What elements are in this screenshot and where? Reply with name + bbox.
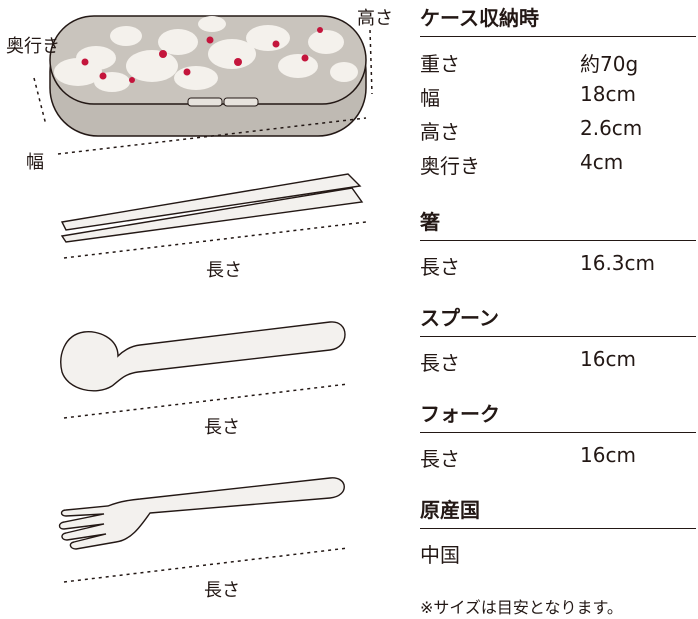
spoon-dimension-line [63,383,349,419]
spec-row-origin: 中国 [420,539,696,569]
case-section-title: ケース収納時 [420,6,539,30]
spec-row-label: 長さ [420,447,460,471]
spec-row-value: 2.6cm [580,116,643,140]
spec-row-label: 中国 [420,543,460,567]
flower-pattern [54,16,358,92]
height-dimension-line [369,29,373,95]
spec-row-value: 4cm [580,150,624,174]
fork-length-label: 長さ [204,580,240,601]
spoon-length-label: 長さ [204,417,240,438]
spec-row-label: 長さ [420,255,460,279]
fork-section-rule [420,432,696,433]
spec-row-depth: 奥行き 4cm [420,150,696,180]
case-drawing [49,15,367,137]
spec-row-height: 高さ 2.6cm [420,116,696,146]
fork-dimension-line [63,547,349,583]
spec-row-value: 16cm [580,443,636,467]
spec-row-value: 約70g [580,52,639,76]
spec-row-label: 高さ [420,120,460,144]
spoon-drawing [60,321,346,392]
case-section-rule [420,36,696,37]
chopsticks-length-label: 長さ [206,260,242,281]
spoon-section-title: スプーン [420,306,499,330]
spec-row-label: 重さ [420,52,460,76]
spoon-section-rule [420,336,696,337]
chopsticks-drawing [60,173,364,243]
spec-row-fork-length: 長さ 16cm [420,443,696,473]
chopsticks-section-rule [420,240,696,241]
spec-row-value: 16.3cm [580,251,656,275]
width-dimension-line [57,117,367,155]
product-illustration: 奥行き 高さ 幅 長さ 長さ 長さ [6,8,393,601]
width-label: 幅 [26,152,44,173]
origin-section-title: 原産国 [420,498,480,522]
spec-row-label: 奥行き [420,154,480,178]
depth-label: 奥行き [6,36,60,57]
spec-row-chopsticks-length: 長さ 16.3cm [420,251,696,281]
spec-row-value: 16cm [580,347,636,371]
spec-row-spoon-length: 長さ 16cm [420,347,696,377]
spec-row-weight: 重さ 約70g [420,48,696,78]
chopsticks-dimension-line [63,221,367,259]
depth-dimension-line [33,77,47,126]
cutlery-set-drawing [33,15,373,583]
spec-row-width: 幅 18cm [420,82,696,112]
origin-section-rule [420,528,696,529]
fork-drawing [58,477,345,550]
spec-row-label: 幅 [420,86,440,110]
spec-row-value: 18cm [580,82,636,106]
height-label: 高さ [357,8,393,29]
spec-row-label: 長さ [420,351,460,375]
chopsticks-section-title: 箸 [420,210,440,234]
size-note: ※サイズは目安となります。 [420,598,623,617]
fork-section-title: フォーク [420,402,500,426]
